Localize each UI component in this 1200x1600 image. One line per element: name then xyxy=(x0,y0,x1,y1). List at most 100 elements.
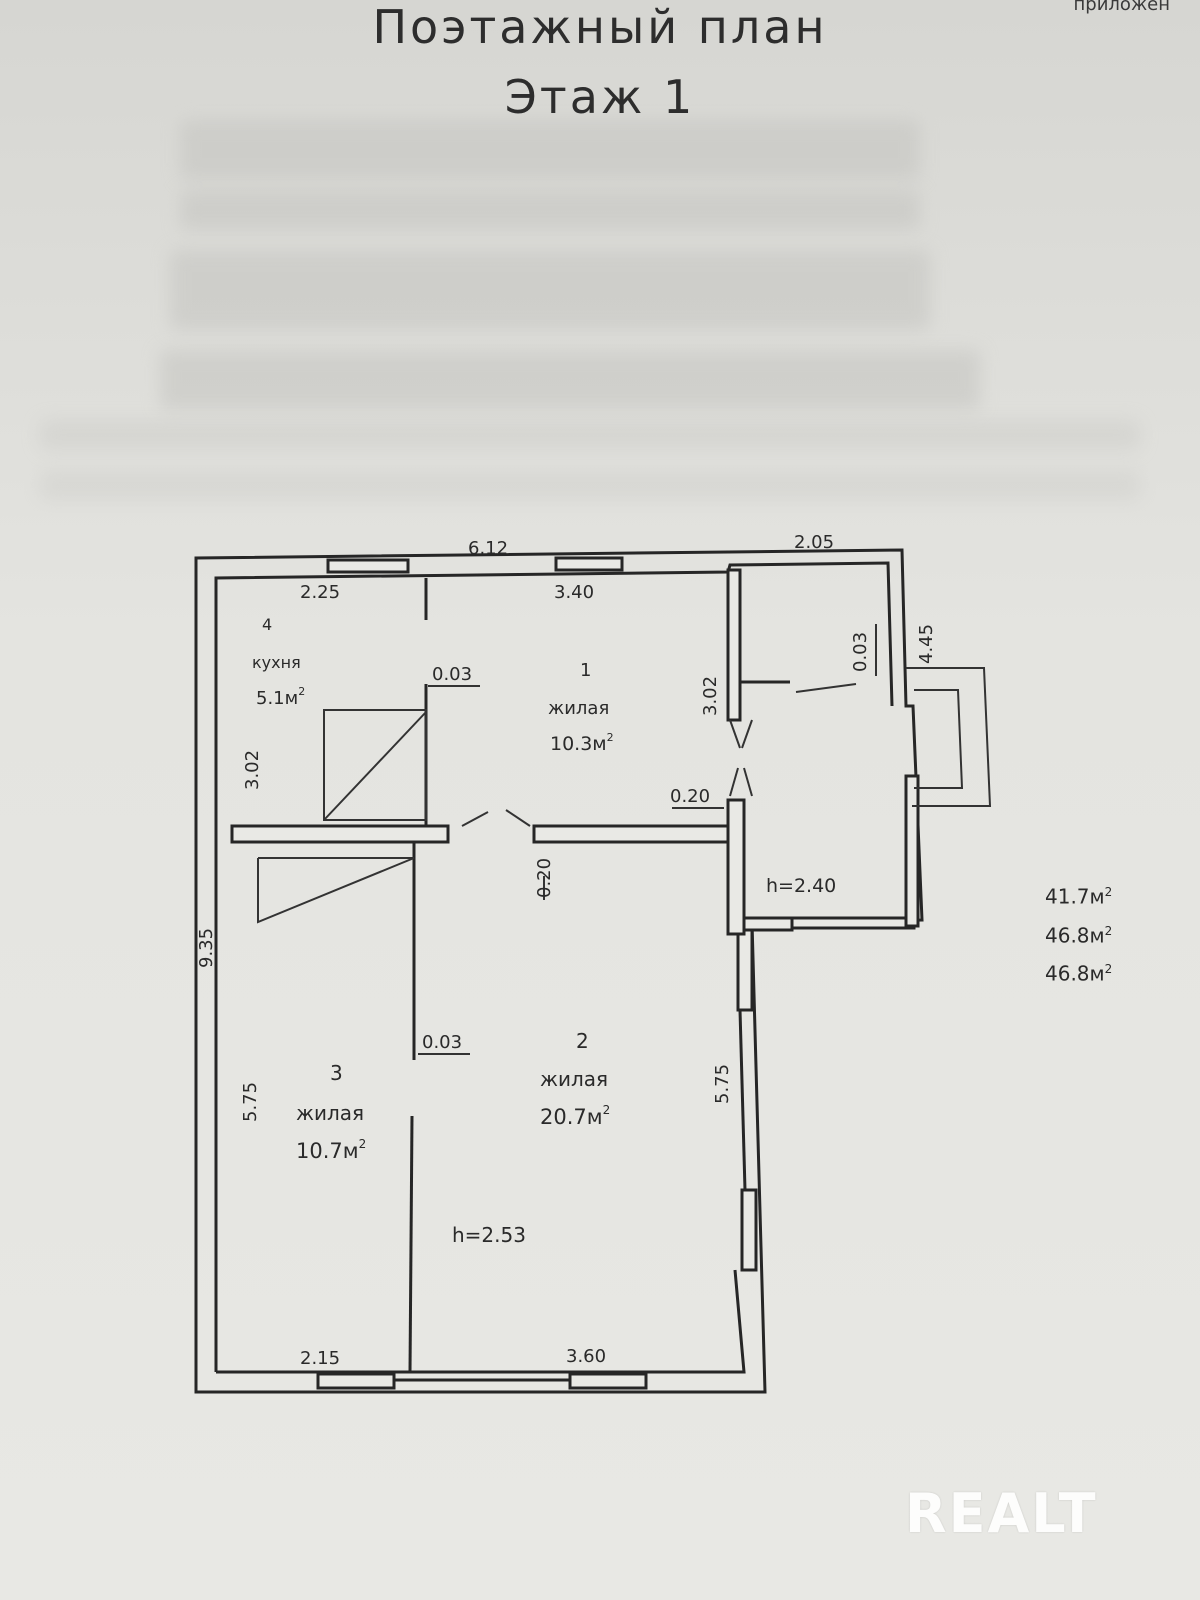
porch-outer xyxy=(906,667,992,807)
inner-wall-outline xyxy=(214,561,894,1372)
room-area-unit-sup: 2 xyxy=(298,685,305,698)
top-windows xyxy=(326,556,624,574)
bleed-through-block xyxy=(180,190,920,230)
dim-left-total: 9.35 xyxy=(196,928,217,968)
dim-top-annex: 2.05 xyxy=(794,532,834,553)
partition-room3-lower xyxy=(408,1115,414,1373)
room-area: 10.7м2 xyxy=(296,1137,366,1163)
dim-bottom-left: 2.15 xyxy=(300,1348,340,1369)
room-area: 20.7м2 xyxy=(540,1103,610,1129)
dim-annex-partition: 0.03 xyxy=(850,632,871,672)
inner-wall-bottom xyxy=(216,1269,746,1374)
room-number: 2 xyxy=(576,1029,589,1053)
annex-bottom-wall xyxy=(742,916,794,932)
dim-bottom-right: 3.60 xyxy=(566,1346,606,1367)
area-summary-total: 46.8м2 xyxy=(1045,952,1112,991)
door-swing xyxy=(795,683,857,693)
page-title: Поэтажный план xyxy=(372,0,828,54)
partition-annex-left xyxy=(726,798,746,936)
window xyxy=(568,1372,648,1390)
floor-subtitle: Этаж 1 xyxy=(504,70,696,124)
room-1-living: 1 жилая 10.3м2 xyxy=(548,660,614,755)
right-windows xyxy=(736,928,758,1272)
room-name: жилая xyxy=(540,1067,608,1091)
wall-segment xyxy=(738,1009,747,1191)
stairs-lower xyxy=(257,857,415,924)
area-value: 46.8м xyxy=(1045,923,1105,948)
room-area-unit-sup: 2 xyxy=(603,1103,611,1117)
main-height: h=2.53 xyxy=(452,1223,526,1247)
dim-room1-top: 3.40 xyxy=(554,582,594,603)
area-unit-sup: 2 xyxy=(1104,923,1113,938)
area-unit-sup: 2 xyxy=(1104,885,1113,899)
annex-height: h=2.40 xyxy=(766,875,836,897)
partitions xyxy=(230,568,920,1373)
room-area: 10.3м2 xyxy=(550,731,614,755)
window xyxy=(554,556,624,572)
porch xyxy=(906,667,992,807)
room-number: 1 xyxy=(580,660,591,681)
dim-annex-right: 4.45 xyxy=(916,624,937,664)
room-4-kitchen: 4 кухня 5.1м2 xyxy=(252,615,305,709)
dim-corridor-gap: 0.20 xyxy=(534,858,555,898)
room-name: жилая xyxy=(296,1101,364,1125)
dim-room3-partition: 0.03 xyxy=(422,1032,462,1053)
room-area-value: 5.1м xyxy=(256,688,298,709)
stairs-outline xyxy=(323,709,427,821)
room-area-unit-sup: 2 xyxy=(607,731,614,744)
door-leaf xyxy=(729,767,739,797)
realt-watermark-logo: REALT xyxy=(905,1482,1098,1545)
dim-top-total: 6.12 xyxy=(468,538,508,559)
partition-kitchen-bottom xyxy=(230,824,450,844)
annex-right-window xyxy=(904,774,920,928)
window xyxy=(740,1188,758,1272)
door-leaf xyxy=(743,767,753,797)
dimension-underlines xyxy=(418,624,877,1055)
area-summary-total: 41.7м2 xyxy=(1045,875,1112,914)
area-summary: 41.7м2 46.8м2 46.8м2 xyxy=(1045,875,1112,991)
room-area-unit-sup: 2 xyxy=(359,1137,367,1151)
room-area-value: 20.7м xyxy=(540,1105,603,1129)
door-leaf xyxy=(741,719,753,749)
bleed-through-block xyxy=(170,250,930,330)
room-3-living: 3 жилая 10.7м2 xyxy=(296,1061,366,1163)
kitchen-fixture xyxy=(257,709,427,924)
porch-inner xyxy=(914,689,964,789)
room-number: 4 xyxy=(262,615,272,634)
room-number: 3 xyxy=(330,1061,343,1085)
partition-room1-right xyxy=(726,568,742,722)
dim-kitchen-top: 2.25 xyxy=(300,582,340,603)
room-2-living: 2 жилая 20.7м2 xyxy=(540,1029,610,1129)
outer-wall-outline xyxy=(194,548,924,1394)
annex-bottom-window xyxy=(790,916,916,930)
door-swings xyxy=(461,719,753,827)
window xyxy=(736,928,754,1012)
partition-room1-bottom xyxy=(532,824,732,844)
bleed-through-block xyxy=(160,350,980,410)
stairs-diagonal xyxy=(323,711,427,821)
area-value: 41.7м xyxy=(1045,884,1105,909)
outer-walls xyxy=(194,548,924,1394)
door-leaf xyxy=(461,811,489,827)
door-leaf xyxy=(729,719,741,749)
room-area: 5.1м2 xyxy=(256,685,305,709)
room-name: кухня xyxy=(252,653,301,672)
corner-note: приложен xyxy=(1073,0,1170,15)
dim-kitchen-partition: 0.03 xyxy=(432,664,472,685)
window xyxy=(326,558,410,574)
bleed-through-block xyxy=(180,120,920,180)
area-summary-total: 46.8м2 xyxy=(1045,914,1112,953)
dim-room1-door-gap: 0.20 xyxy=(670,786,710,807)
window xyxy=(316,1372,396,1390)
bleed-through-block xyxy=(40,420,1140,450)
area-unit-sup: 2 xyxy=(1104,962,1113,977)
area-value: 46.8м xyxy=(1045,961,1105,986)
dim-room1-right: 3.02 xyxy=(700,676,721,716)
dim-kitchen-left: 3.02 xyxy=(242,750,263,790)
room-name: жилая xyxy=(548,698,609,719)
dim-room2-right: 5.75 xyxy=(712,1064,733,1104)
dim-room3-left: 5.75 xyxy=(240,1082,261,1122)
door-leaf xyxy=(505,809,531,827)
